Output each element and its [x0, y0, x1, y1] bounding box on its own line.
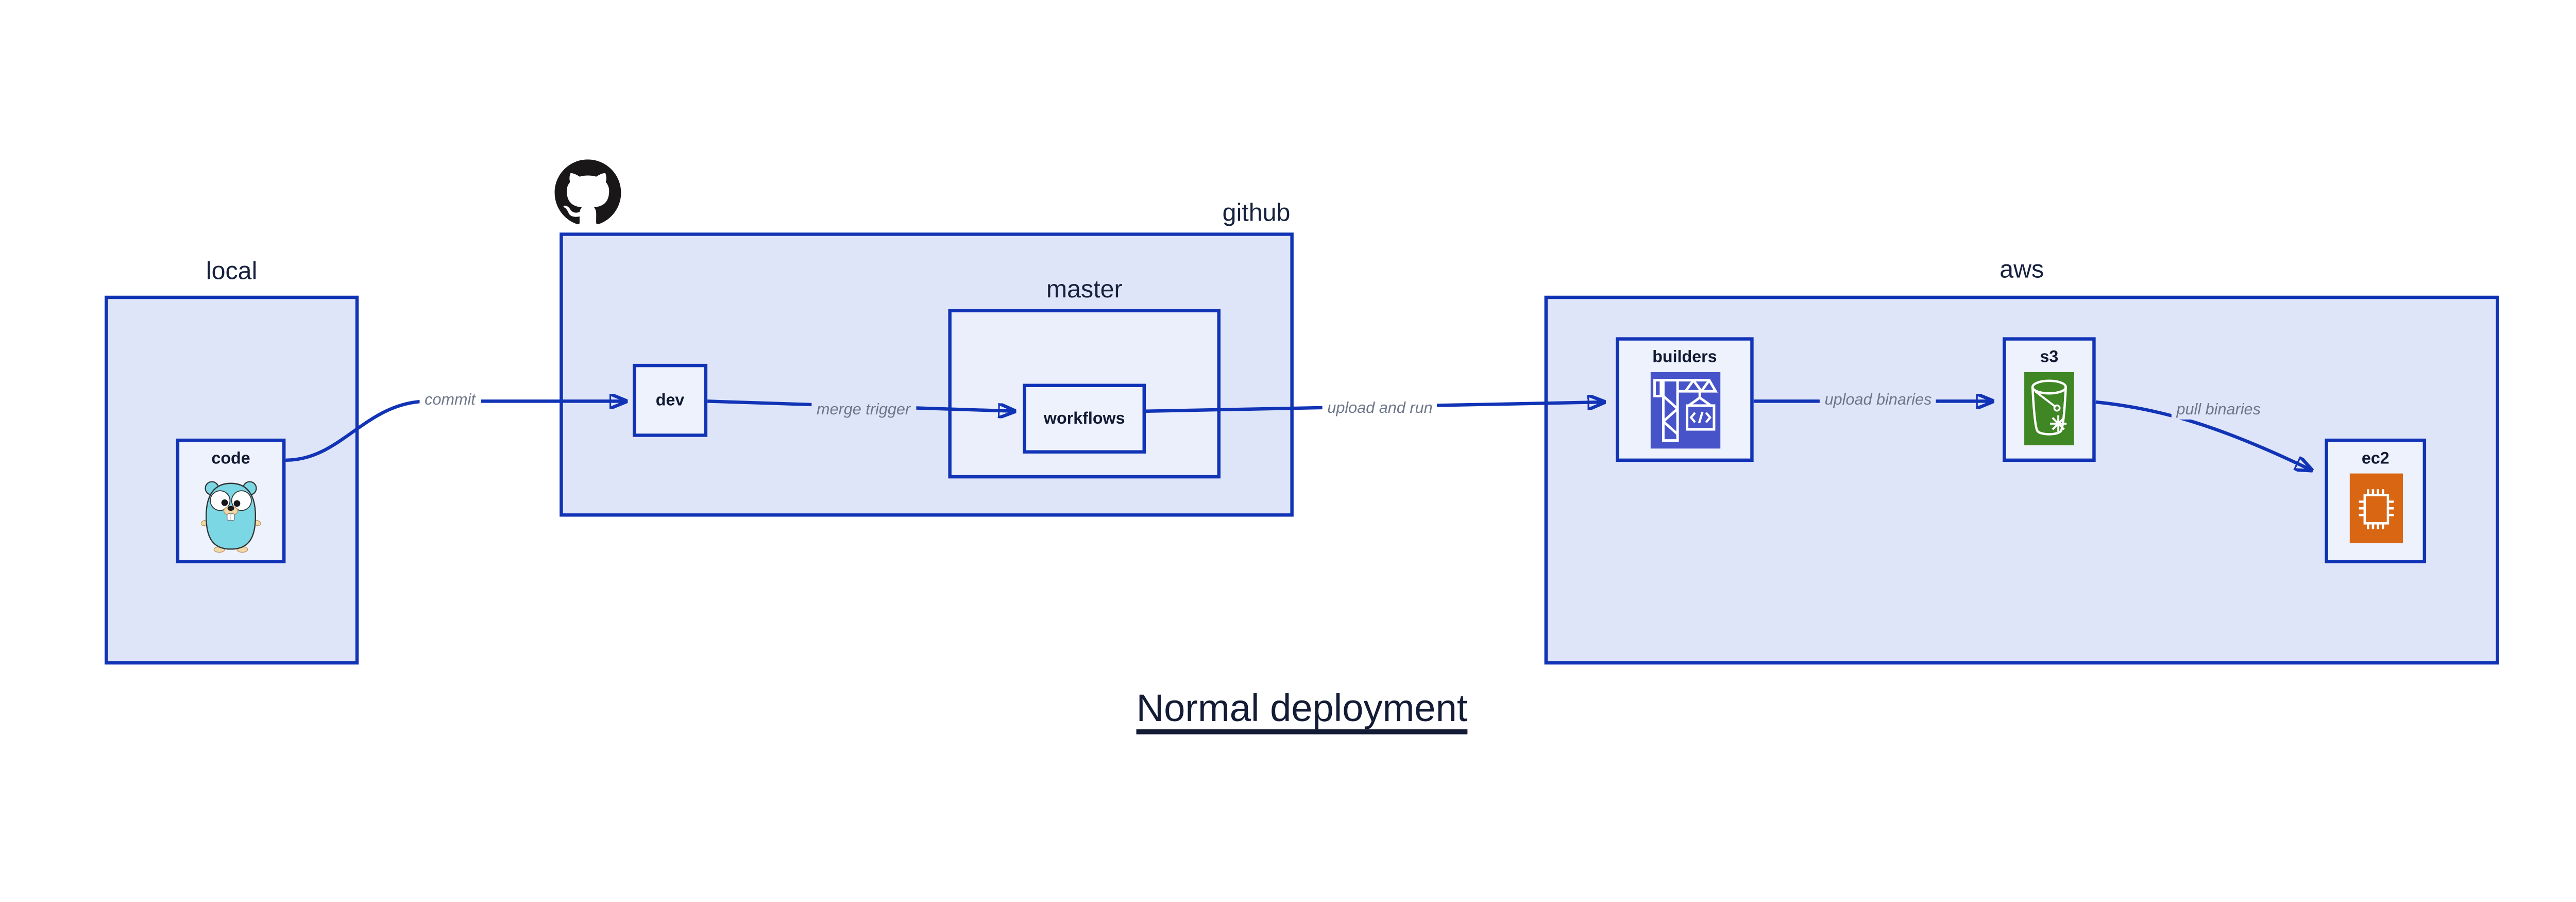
node-workflows: workflows	[1023, 383, 1146, 454]
node-s3: s3	[2003, 337, 2096, 462]
edge-label-commit: commit	[419, 391, 481, 410]
node-dev-label: dev	[655, 391, 685, 410]
node-ec2-label: ec2	[2361, 450, 2389, 469]
codebuild-crane-icon	[1650, 372, 1720, 449]
diagram-title: Normal deployment	[1136, 686, 1468, 729]
s3-bucket-icon	[2024, 372, 2074, 445]
node-builders: builders	[1616, 337, 1754, 462]
edge-label-upload-and-run: upload and run	[1322, 399, 1438, 418]
node-s3-label: s3	[2040, 348, 2059, 368]
node-ec2: ec2	[2325, 438, 2427, 563]
group-local-label: local	[206, 257, 258, 286]
edge-label-merge-trigger: merge trigger	[811, 401, 916, 420]
group-master-label: master	[1046, 276, 1123, 304]
node-code: code	[176, 438, 286, 563]
github-octocat-icon	[554, 159, 621, 225]
group-aws-label: aws	[1999, 256, 2044, 285]
go-gopher-icon	[201, 481, 261, 553]
edge-label-upload-binaries: upload binaries	[1819, 391, 1937, 410]
edge-label-pull-binaries: pull binaries	[2171, 401, 2266, 420]
node-dev: dev	[633, 363, 708, 437]
node-builders-label: builders	[1652, 348, 1717, 368]
group-github-label: github	[1222, 199, 1291, 228]
node-workflows-label: workflows	[1043, 409, 1125, 428]
node-code-label: code	[211, 450, 250, 469]
ec2-chip-icon	[2349, 473, 2402, 543]
